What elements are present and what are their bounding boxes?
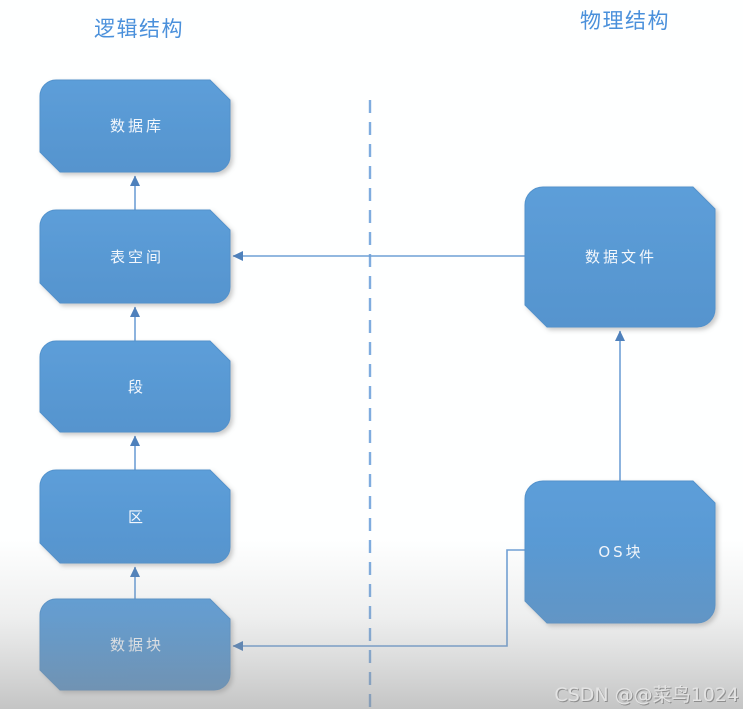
watermark: CSDN @@菜鸟1024 xyxy=(554,684,739,706)
title-physical-structure: 物理结构 xyxy=(580,9,670,33)
node-tablespace-shape xyxy=(39,209,231,304)
node-database-shape xyxy=(39,79,231,173)
node-segment: 段 xyxy=(39,340,231,433)
node-database: 数据库 xyxy=(39,79,231,173)
title-logical-structure: 逻辑结构 xyxy=(94,17,184,41)
node-tablespace: 表空间 xyxy=(39,209,231,304)
node-database-label: 数据库 xyxy=(110,117,164,135)
bottom-fade-overlay xyxy=(0,540,743,709)
node-segment-label: 段 xyxy=(128,378,146,396)
node-datafile: 数据文件 xyxy=(524,186,716,328)
node-datafile-label: 数据文件 xyxy=(585,248,657,266)
node-segment-shape xyxy=(39,340,231,433)
node-datafile-shape xyxy=(524,186,716,328)
node-tablespace-label: 表空间 xyxy=(110,248,164,266)
watermark-shadow: CSDN @@菜鸟1024 xyxy=(555,685,740,707)
node-extent-label: 区 xyxy=(128,508,146,526)
